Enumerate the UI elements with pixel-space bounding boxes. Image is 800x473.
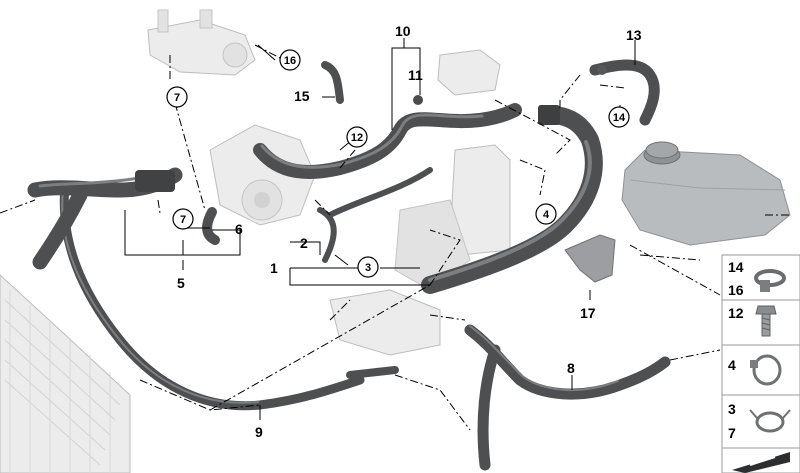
callout-5: 5 [177,275,185,291]
clamp-14 [597,65,607,75]
hose-clamp-icon [754,269,786,292]
legend-num-4: 4 [728,357,736,373]
callout-17: 17 [580,305,596,321]
svg-text:4: 4 [543,209,550,221]
callout-12-circle: 12 [346,126,368,148]
callout-labels: 1 2 5 6 8 9 10 11 13 15 17 [177,23,642,440]
hose-15 [321,61,344,104]
callout-15: 15 [294,88,310,104]
callout-9: 9 [255,424,263,440]
legend-row-12: 12 [728,305,777,337]
hose-2 [317,167,433,263]
legend-row-arrow [732,452,790,473]
callout-14-circle: 14 [608,106,630,128]
circled-callouts: 16 7 12 14 4 7 3 [166,49,630,278]
callout-8: 8 [567,360,575,376]
clamp-11 [413,95,423,105]
expansion-tank [621,141,791,246]
legend-row-4: 4 [728,354,782,386]
callout-10: 10 [395,23,411,39]
callout-7-circle-top: 7 [166,86,188,108]
svg-text:7: 7 [180,214,186,226]
legend-row-14-16: 14 16 [728,259,786,298]
svg-text:7: 7 [174,92,180,104]
callout-3-circle: 3 [357,256,379,278]
callout-1: 1 [270,260,278,276]
callout-6: 6 [235,221,243,237]
callout-7-circle-bottom: 7 [172,208,194,230]
legend-num-14: 14 [728,259,744,275]
svg-text:14: 14 [613,112,626,124]
parts-legend: 14 16 12 4 3 7 [721,254,800,473]
water-pump [209,124,316,226]
callout-2: 2 [300,235,308,251]
bracket [564,234,616,283]
hose-10 [253,103,522,179]
hose-6 [202,207,220,245]
thermostat-housing [437,49,501,96]
callout-4-circle: 4 [535,203,557,225]
callout-16-circle: 16 [279,49,301,71]
arrow-plate-icon [732,452,790,473]
svg-text:12: 12 [351,132,363,144]
legend-num-3: 3 [728,401,736,417]
callout-13: 13 [626,27,642,43]
callout-11: 11 [408,67,423,83]
svg-text:16: 16 [284,55,296,67]
hose-5 [27,167,183,270]
radiator [0,274,131,473]
heat-exchanger-top [147,9,256,76]
hose-4 [421,105,603,294]
svg-text:3: 3 [365,262,371,274]
bolt-icon [755,305,777,337]
hose-8 [464,324,671,471]
assembly-lines [0,44,790,431]
legend-num-16: 16 [728,282,744,298]
legend-num-7: 7 [728,425,736,441]
hose-13 [589,59,660,126]
legend-row-3-7: 3 7 [728,401,791,441]
spring-clamp-icon [749,409,791,433]
hose-9 [59,180,399,411]
band-clamp-icon [750,354,782,386]
legend-num-12: 12 [728,305,744,321]
